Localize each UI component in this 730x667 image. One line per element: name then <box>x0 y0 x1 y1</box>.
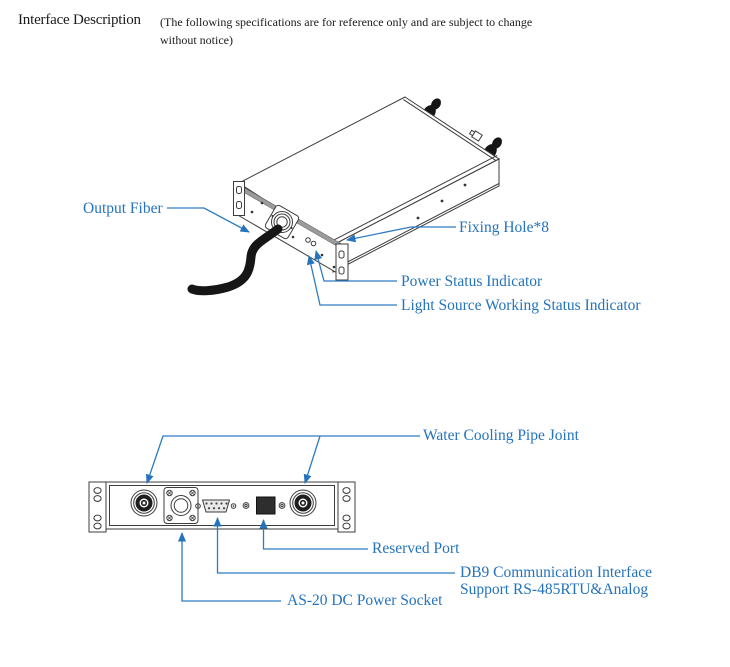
label-fixing-hole: Fixing Hole*8 <box>459 219 549 236</box>
note-line-1: (The following specifications are for re… <box>160 15 533 29</box>
label-db9-interface: DB9 Communication Interface Support RS-4… <box>460 564 652 598</box>
label-db9-line2: Support RS-485RTU&Analog <box>460 581 649 598</box>
fixing-hole <box>338 266 345 275</box>
header-note: (The following specifications are for re… <box>160 13 532 49</box>
mounting-ear-right <box>335 243 349 281</box>
panel-screws <box>242 502 286 509</box>
side-face-screws <box>416 183 467 220</box>
note-line-2: without notice) <box>160 33 233 47</box>
leader-power-socket <box>178 532 281 602</box>
rear-panel-drawing <box>88 481 356 533</box>
leader-light-source-status <box>306 255 397 306</box>
chassis-side-face <box>332 158 500 273</box>
top-diagram-leaders <box>167 207 456 306</box>
output-fiber-cable <box>187 224 283 296</box>
db9-pins <box>205 502 228 510</box>
bottom-diagram-leaders <box>145 435 455 602</box>
rear-ear-left <box>88 481 107 533</box>
page-title: Interface Description <box>18 12 141 28</box>
leader-water-cooling-right <box>303 435 321 484</box>
label-reserved-port: Reserved Port <box>372 540 460 557</box>
fixing-hole <box>236 186 242 194</box>
leader-reserved-port <box>259 519 368 550</box>
leader-water-cooling-left <box>145 435 420 484</box>
mounting-ear-left <box>233 181 245 216</box>
label-dc-power-socket: AS-20 DC Power Socket <box>287 592 443 609</box>
label-water-cooling-pipe-joint: Water Cooling Pipe Joint <box>423 427 579 444</box>
leader-db9 <box>213 517 455 574</box>
fixing-hole <box>338 250 345 259</box>
rear-small-connector <box>468 129 483 142</box>
water-pipe-joint-left <box>130 489 158 517</box>
label-power-status-indicator: Power Status Indicator <box>401 273 543 290</box>
light-source-status-led <box>305 237 311 243</box>
isometric-device-drawing <box>187 96 502 296</box>
rear-ear-right <box>337 481 356 533</box>
db9-connector <box>195 499 237 513</box>
fixing-hole <box>236 201 242 209</box>
power-status-led <box>310 240 317 247</box>
leader-output-fiber <box>167 207 250 233</box>
dc-power-socket <box>163 487 199 524</box>
leader-power-status <box>314 250 397 282</box>
water-pipe-joint-right <box>289 489 317 517</box>
reserved-port <box>256 496 276 515</box>
leader-fixing-hole <box>346 226 456 243</box>
label-light-source-status-indicator: Light Source Working Status Indicator <box>401 297 641 314</box>
label-output-fiber: Output Fiber <box>83 200 163 217</box>
rear-panel-inner-border <box>109 485 335 526</box>
label-db9-line1: DB9 Communication Interface <box>460 564 652 581</box>
